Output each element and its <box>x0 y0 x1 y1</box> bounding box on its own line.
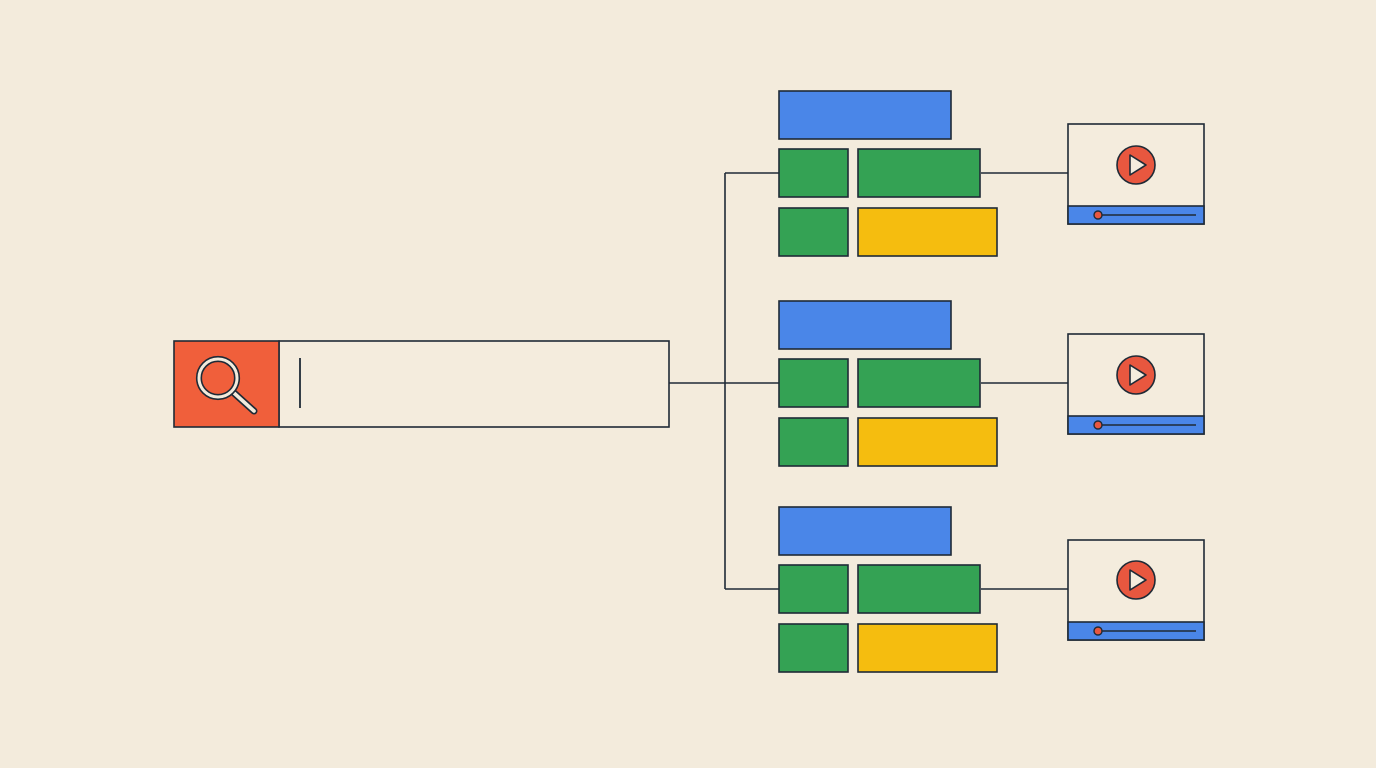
result-block-yellow[interactable] <box>857 207 998 257</box>
result-block-green-small-2[interactable] <box>778 417 849 467</box>
search-icon <box>195 355 258 415</box>
result-group-2[interactable] <box>778 300 998 467</box>
result-block-yellow[interactable] <box>857 417 998 467</box>
result-title-block[interactable] <box>778 300 952 350</box>
video-progress-thumb[interactable] <box>1093 626 1103 636</box>
search-button-background[interactable] <box>173 340 280 428</box>
video-progress-thumb[interactable] <box>1093 210 1103 220</box>
result-group-1[interactable] <box>778 90 998 257</box>
search-button[interactable] <box>173 340 280 428</box>
result-block-green-small[interactable] <box>778 564 849 614</box>
search-input[interactable] <box>278 340 670 428</box>
result-block-yellow[interactable] <box>857 623 998 673</box>
result-block-green-wide[interactable] <box>857 564 981 614</box>
search-bar[interactable] <box>173 340 670 428</box>
result-block-green-small-2[interactable] <box>778 207 849 257</box>
play-triangle <box>1129 364 1147 386</box>
result-group-3[interactable] <box>778 506 998 673</box>
connector-lines <box>669 172 1068 590</box>
video-progress-thumb[interactable] <box>1093 420 1103 430</box>
result-block-green-wide[interactable] <box>857 148 981 198</box>
result-block-green-small[interactable] <box>778 148 849 198</box>
result-block-green-small[interactable] <box>778 358 849 408</box>
video-card-3[interactable] <box>1067 539 1205 641</box>
result-block-green-wide[interactable] <box>857 358 981 408</box>
play-triangle <box>1129 569 1147 591</box>
play-triangle <box>1129 154 1147 176</box>
result-title-block[interactable] <box>778 506 952 556</box>
result-title-block[interactable] <box>778 90 952 140</box>
video-card-2[interactable] <box>1067 333 1205 435</box>
video-card-1[interactable] <box>1067 123 1205 225</box>
result-block-green-small-2[interactable] <box>778 623 849 673</box>
